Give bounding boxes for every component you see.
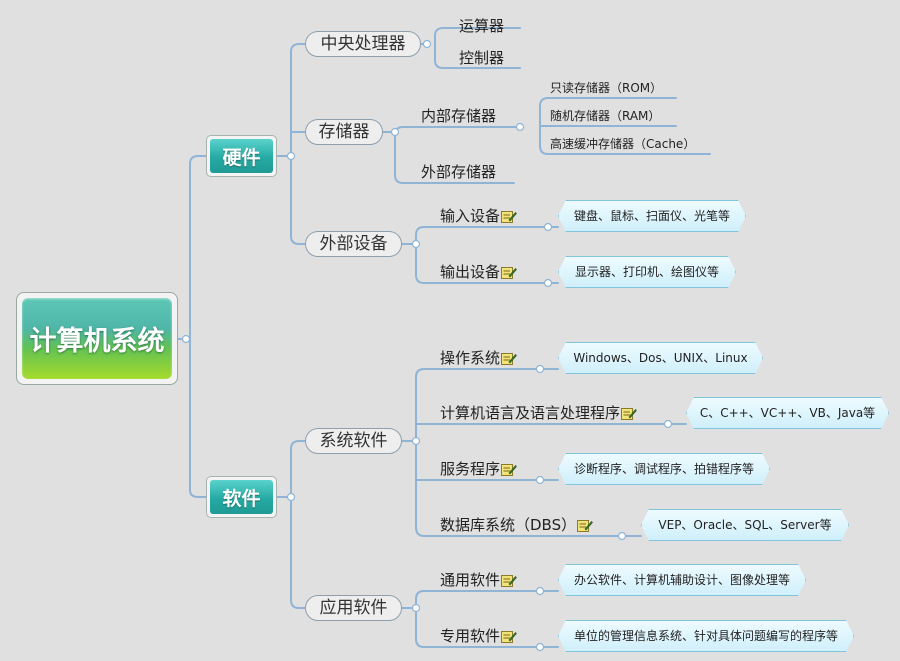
cpu-node[interactable]: 中央处理器 (305, 31, 421, 57)
service-label: 服务程序 (440, 460, 501, 478)
output-device-label: 输出设备 (440, 263, 501, 281)
language-node[interactable]: 计算机语言及语言处理程序 (440, 403, 637, 423)
note-icon[interactable] (501, 210, 517, 223)
language-label: 计算机语言及语言处理程序 (440, 404, 621, 422)
database-node[interactable]: 数据库系统（DBS） (440, 515, 593, 535)
root-label: 计算机系统 (22, 298, 172, 379)
note-icon[interactable] (621, 407, 637, 420)
system-software-node[interactable]: 系统软件 (305, 428, 402, 454)
os-note: Windows、Dos、UNIX、Linux (558, 342, 763, 374)
special-software-node[interactable]: 专用软件 (440, 626, 517, 646)
service-note: 诊断程序、调试程序、拍错程序等 (558, 453, 770, 485)
external-storage-node[interactable]: 外部存储器 (421, 163, 497, 181)
note-icon[interactable] (501, 630, 517, 643)
os-label: 操作系统 (440, 349, 501, 367)
output-device-note: 显示器、打印机、绘图仪等 (558, 256, 736, 288)
alu-node[interactable]: 运算器 (459, 17, 505, 35)
software-node[interactable]: 软件 (206, 476, 277, 518)
note-icon[interactable] (501, 463, 517, 476)
output-device-node[interactable]: 输出设备 (440, 262, 517, 282)
note-icon[interactable] (501, 352, 517, 365)
special-software-label: 专用软件 (440, 627, 501, 645)
input-device-node[interactable]: 输入设备 (440, 206, 517, 226)
internal-storage-node[interactable]: 内部存储器 (421, 107, 497, 125)
general-software-label: 通用软件 (440, 571, 501, 589)
input-device-label: 输入设备 (440, 207, 501, 225)
storage-node[interactable]: 存储器 (305, 119, 383, 145)
software-label: 软件 (210, 480, 273, 514)
ram-node[interactable]: 随机存储器（RAM） (550, 109, 661, 123)
root-node[interactable]: 计算机系统 (16, 292, 178, 385)
hardware-node[interactable]: 硬件 (206, 135, 277, 177)
special-software-note: 单位的管理信息系统、针对具体问题编写的程序等 (558, 620, 854, 652)
control-unit-node[interactable]: 控制器 (459, 49, 505, 67)
general-software-note: 办公软件、计算机辅助设计、图像处理等 (558, 564, 806, 596)
input-device-note: 键盘、鼠标、扫面仪、光笔等 (558, 200, 746, 232)
cache-node[interactable]: 高速缓冲存储器（Cache） (550, 137, 696, 151)
rom-node[interactable]: 只读存储器（ROM） (550, 81, 663, 95)
application-software-node[interactable]: 应用软件 (305, 595, 402, 621)
note-icon[interactable] (501, 266, 517, 279)
hardware-label: 硬件 (210, 139, 273, 173)
note-icon[interactable] (577, 519, 593, 532)
general-software-node[interactable]: 通用软件 (440, 570, 517, 590)
database-label: 数据库系统（DBS） (440, 516, 577, 534)
os-node[interactable]: 操作系统 (440, 348, 517, 368)
service-node[interactable]: 服务程序 (440, 459, 517, 479)
language-note: C、C++、VC++、VB、Java等 (686, 397, 889, 429)
note-icon[interactable] (501, 574, 517, 587)
peripherals-node[interactable]: 外部设备 (305, 231, 402, 257)
database-note: VEP、Oracle、SQL、Server等 (641, 509, 849, 541)
